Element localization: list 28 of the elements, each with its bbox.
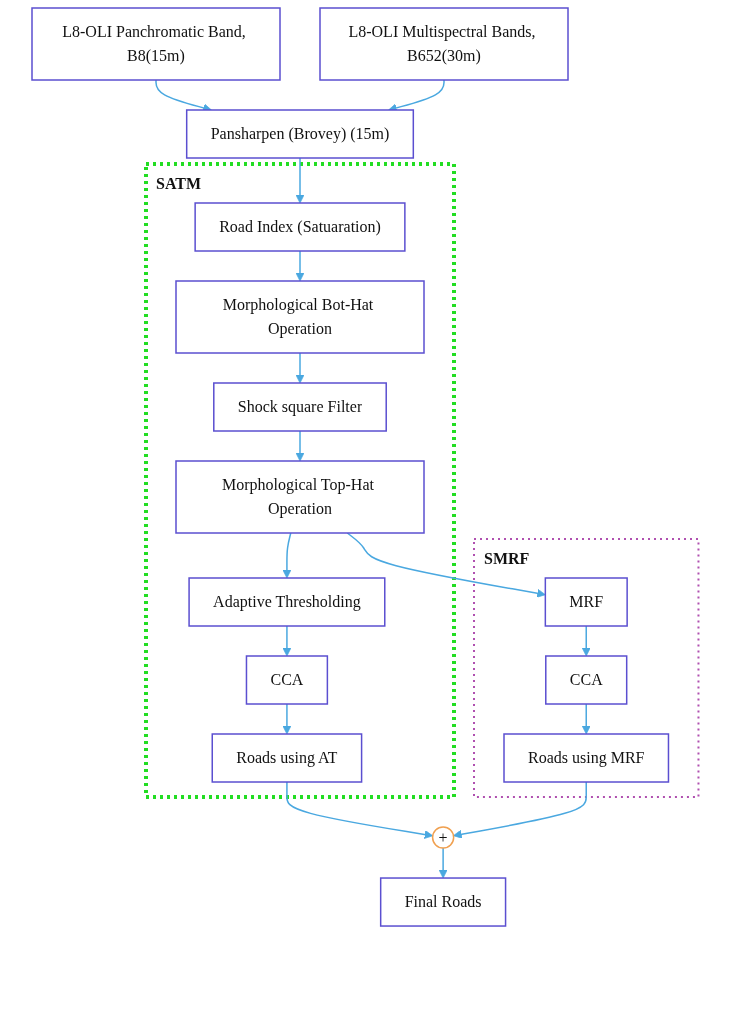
arrow [295,430,305,462]
arrow [439,847,448,879]
arrow [282,532,292,579]
node-box: L8-OLI Panchromatic Band, B8(15m) [31,7,281,81]
node-box: CCA [246,655,329,705]
arrow [295,157,305,204]
arrow [295,352,305,384]
node-box: Morphological Top-Hat Operation [175,460,425,534]
node-box: Morphological Bot-Hat Operation [175,280,425,354]
arrow [295,250,305,282]
arrow [582,703,591,735]
node-box: MRF [544,577,629,627]
node-box: Roads using AT [211,733,363,783]
node-box: Shock square Filter [213,382,388,432]
node-box: Road Index (Satuaration) [194,202,406,252]
node-box: Pansharpen (Brovey) (15m) [186,109,415,159]
arrow [453,781,588,839]
node-box: CCA [545,655,628,705]
node-circle: + [432,826,455,849]
arrow [582,625,591,657]
node-box: Final Roads [380,877,507,927]
node-box: L8-OLI Multispectral Bands, B652(30m) [319,7,569,81]
arrow [282,703,292,735]
node-box: Adaptive Thresholding [188,577,386,627]
arrow [282,625,292,657]
arrow [286,781,434,839]
node-box: Roads using MRF [503,733,670,783]
arrow [346,532,546,598]
